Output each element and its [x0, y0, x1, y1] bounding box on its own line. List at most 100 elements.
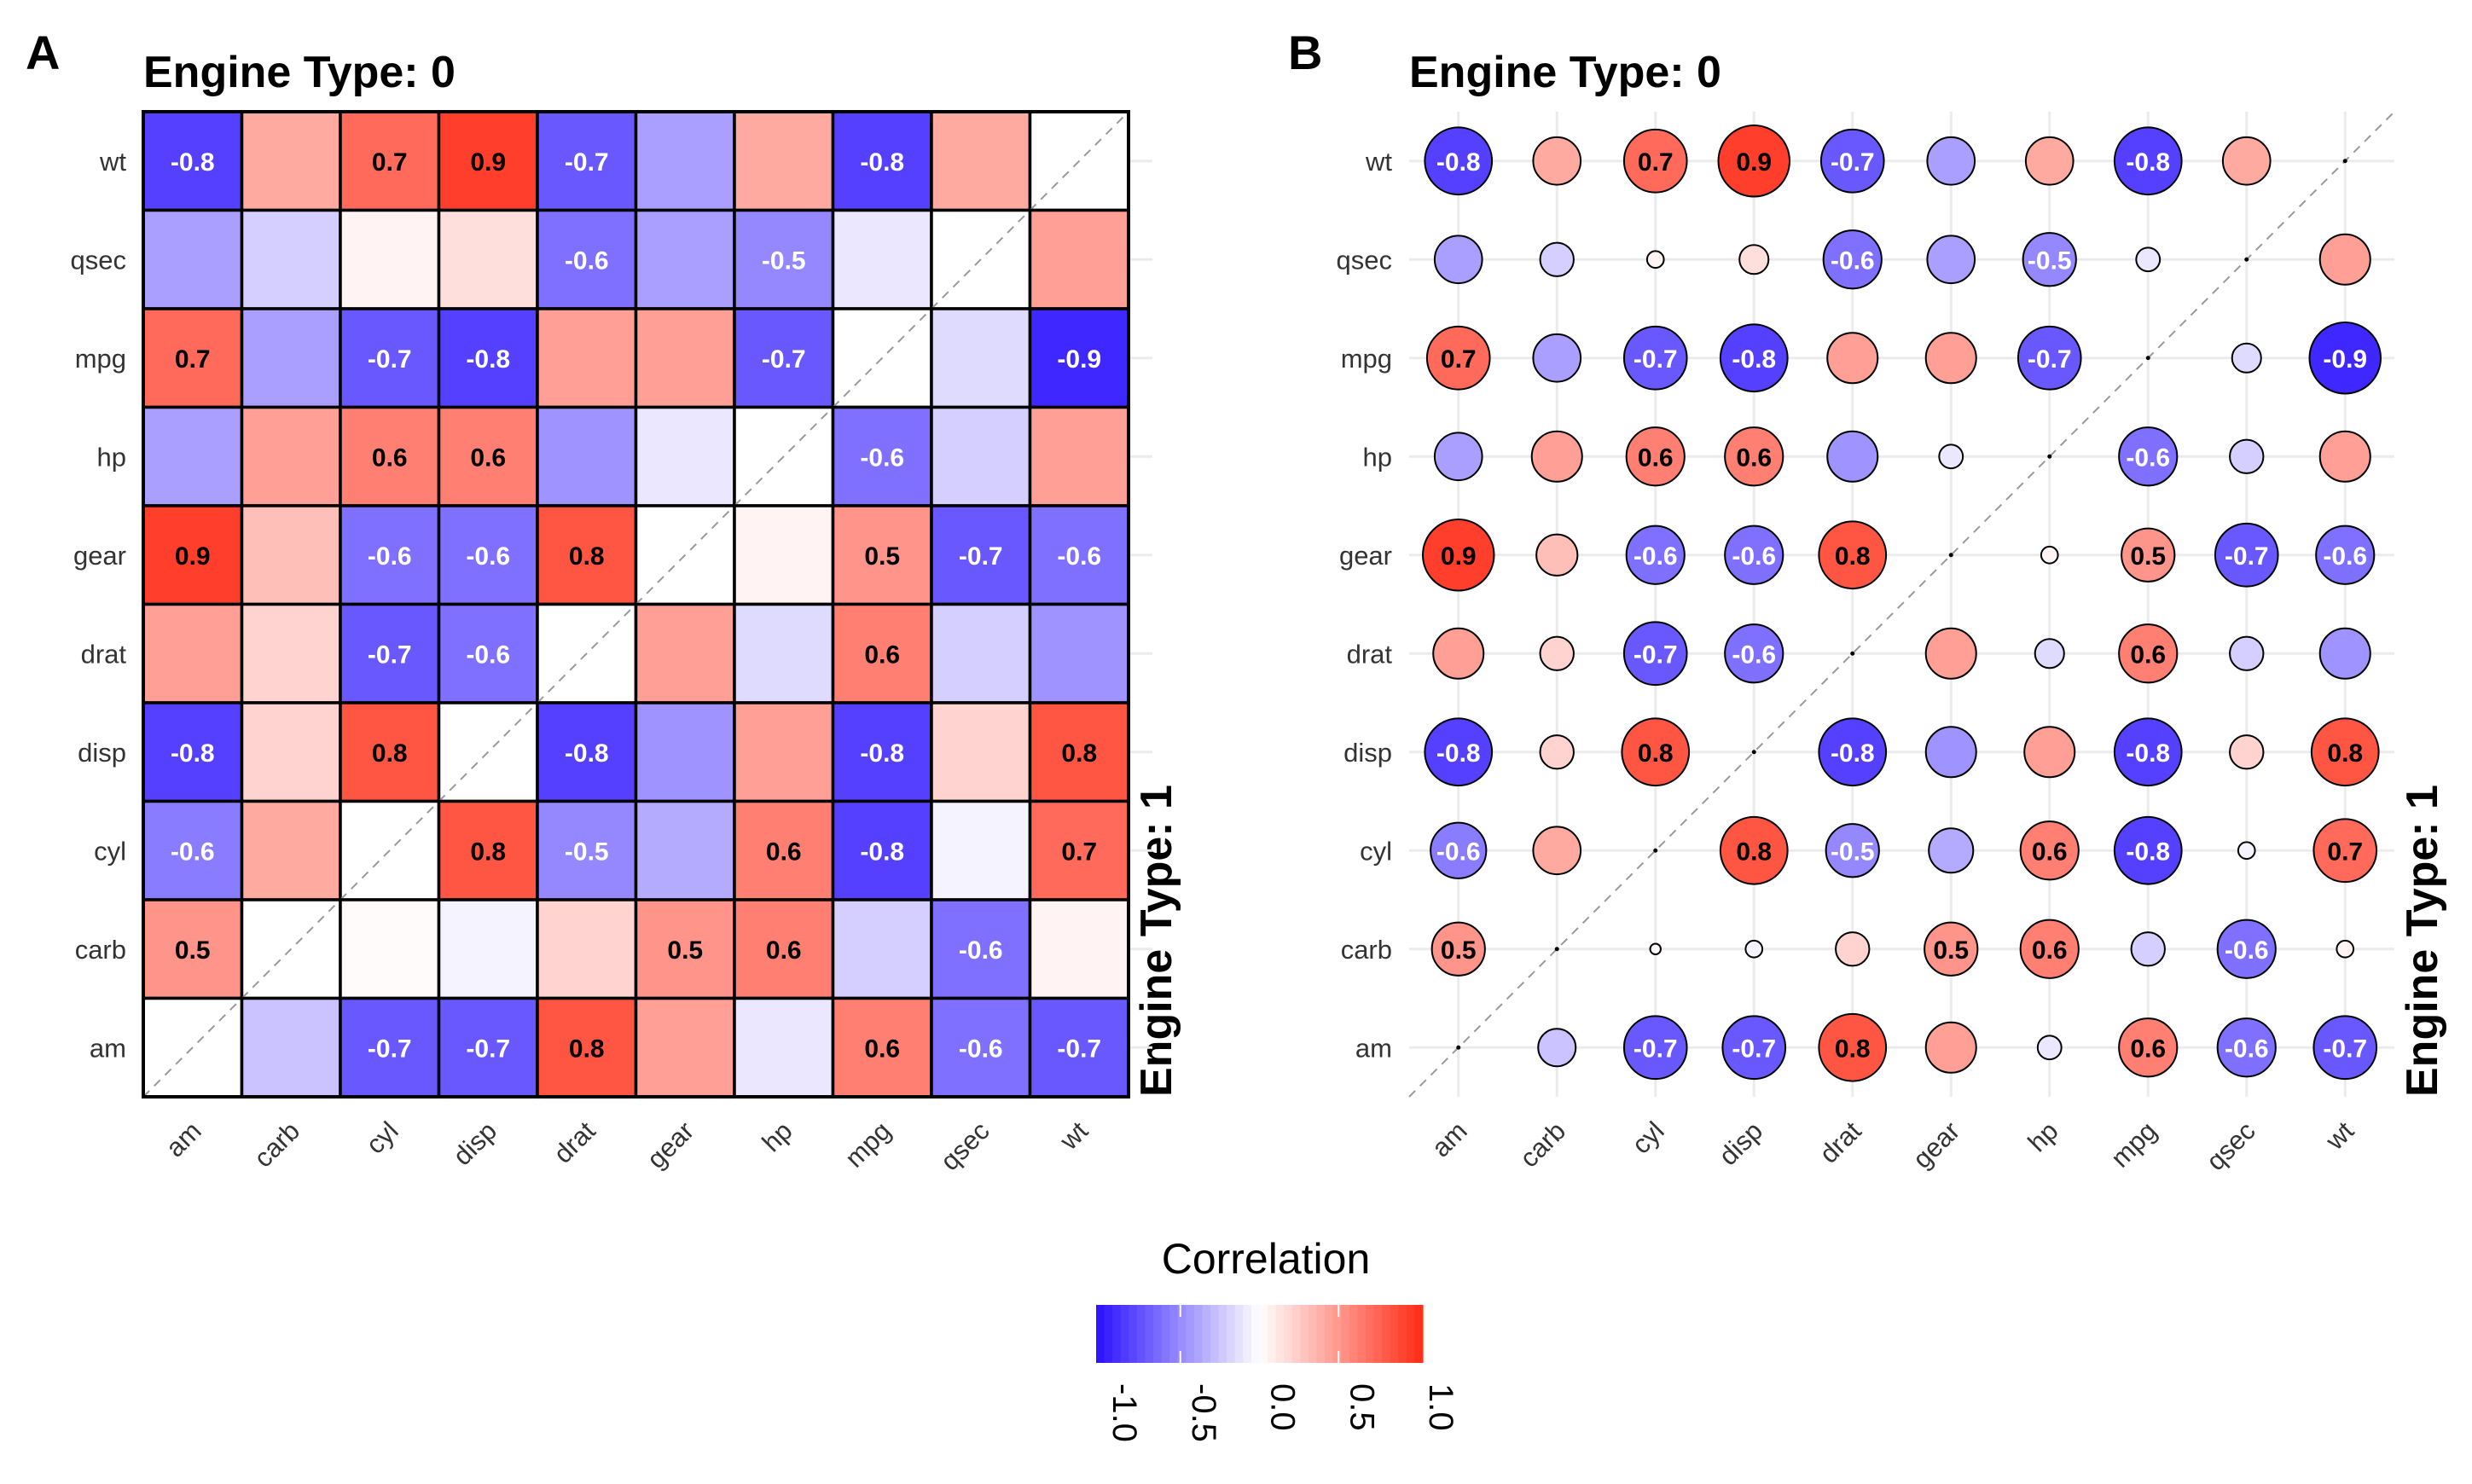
correlation-circle: [2237, 841, 2256, 861]
cell-value-label: -0.7: [2323, 1035, 2367, 1063]
heatmap-cell: [930, 602, 1032, 704]
correlation-circle: [1818, 717, 1888, 787]
cell-value-label: -0.7: [1831, 148, 1875, 177]
correlation-circle: [1724, 426, 1784, 487]
cell-value-label: -0.7: [368, 345, 412, 374]
cell-value-label: 0.9: [470, 148, 506, 177]
column-label: gear: [641, 1116, 700, 1174]
heatmap-cell: [831, 701, 933, 803]
heatmap-cell: [536, 504, 638, 606]
colorbar-segment: [1325, 1305, 1334, 1363]
correlation-circle: [1422, 519, 1495, 592]
heatmap-cell: [930, 701, 1032, 803]
colorbar-segment: [1373, 1305, 1383, 1363]
column-label: drat: [548, 1116, 601, 1169]
correlation-circle: [2023, 726, 2076, 779]
cell-value-label: 0.7: [1638, 148, 1674, 177]
cell-value-label: -0.6: [1057, 542, 1101, 571]
column-label: am: [1425, 1116, 1472, 1162]
heatmap-cell: [536, 110, 638, 212]
cell-value-label: -0.9: [2323, 345, 2367, 374]
panel-title: Engine Type: 0: [1409, 48, 1721, 97]
cell-value-label: -0.8: [860, 739, 904, 768]
colorbar-segment: [1259, 1305, 1268, 1363]
heatmap-cell: [142, 504, 244, 606]
colorbar-segment: [1275, 1305, 1285, 1363]
diagonal-dot: [2244, 257, 2249, 262]
heatmap-cell: [536, 799, 638, 901]
heatmap-cell: [437, 602, 539, 704]
cell-value-label: 0.6: [2032, 936, 2068, 965]
cell-value-label: 0.6: [864, 1035, 900, 1063]
correlation-circle: [1622, 1015, 1688, 1081]
colorbar-segment: [1390, 1305, 1399, 1363]
correlation-circle: [1430, 821, 1488, 879]
cell-value-label: -0.6: [171, 838, 215, 866]
colorbar-segment: [1251, 1305, 1261, 1363]
correlation-circle: [2040, 545, 2059, 565]
correlation-circle: [2308, 322, 2382, 395]
correlation-circle: [2121, 527, 2176, 583]
colorbar-segment: [1161, 1305, 1170, 1363]
heatmap-cell: [240, 504, 342, 606]
colorbar-segment: [1268, 1305, 1277, 1363]
colorbar-segment: [1210, 1305, 1220, 1363]
column-label: wt: [1053, 1116, 1094, 1156]
cell-value-label: 0.8: [2327, 739, 2363, 768]
heatmap-cell: [733, 996, 835, 1099]
correlation-circle: [1539, 734, 1575, 770]
cell-value-label: -0.6: [2225, 936, 2269, 965]
correlation-circle: [2034, 638, 2065, 670]
row-label: wt: [1365, 147, 1392, 177]
heatmap-cell: [634, 799, 736, 901]
panel-label: B: [1288, 26, 1322, 79]
cell-value-label: -0.5: [762, 246, 806, 275]
column-label: gear: [1907, 1116, 1966, 1174]
correlation-circle: [1819, 128, 1885, 194]
heatmap-cell: [339, 208, 441, 310]
diagonal-dash: [734, 406, 834, 507]
cell-value-label: 0.8: [569, 542, 605, 571]
correlation-circle: [2229, 734, 2265, 770]
cell-value-label: 0.8: [1835, 1035, 1871, 1063]
column-label: cyl: [1626, 1116, 1670, 1160]
heatmap-cell: [142, 307, 244, 409]
correlation-circle: [1645, 250, 1665, 270]
correlation-circle: [2016, 325, 2082, 391]
column-label: wt: [2319, 1116, 2360, 1156]
row-label: qsec: [71, 245, 126, 275]
diagonal-dot: [1751, 750, 1756, 755]
heatmap-cell: [240, 405, 342, 507]
heatmap-cell: [142, 602, 244, 704]
column-label: disp: [1713, 1116, 1768, 1171]
cell-value-label: -0.6: [1436, 838, 1481, 866]
correlation-circle: [1622, 621, 1688, 687]
cell-value-label: 0.6: [372, 443, 408, 472]
correlation-circle: [1738, 244, 1770, 275]
correlation-circle: [2022, 232, 2077, 287]
colorbar-segment: [1365, 1305, 1375, 1363]
heatmap-cell: [930, 799, 1032, 901]
correlation-circle: [1622, 325, 1688, 391]
correlation-circle: [2312, 818, 2378, 884]
heatmap-cell: [437, 208, 539, 310]
column-label: cyl: [360, 1116, 404, 1160]
heatmap-cell: [339, 898, 441, 1000]
correlation-circle: [1532, 333, 1582, 383]
correlation-circle: [1721, 1015, 1787, 1081]
cell-value-label: -0.6: [565, 246, 609, 275]
correlation-circle: [1924, 921, 1979, 977]
heatmap-cell: [930, 996, 1032, 1099]
correlation-circle: [1717, 125, 1790, 198]
cell-value-label: -0.7: [1732, 1035, 1776, 1063]
correlation-circle: [2221, 136, 2272, 186]
cell-value-label: 0.8: [1835, 542, 1871, 571]
heatmap-cell: [339, 405, 441, 507]
colorbar-segment: [1145, 1305, 1154, 1363]
heatmap-cell: [733, 602, 835, 704]
colorbar-segment: [1308, 1305, 1318, 1363]
correlation-circle: [1433, 235, 1483, 285]
cell-value-label: -0.6: [2126, 443, 2170, 472]
diagonal-dash: [931, 209, 1031, 310]
row-label: carb: [1341, 935, 1392, 965]
